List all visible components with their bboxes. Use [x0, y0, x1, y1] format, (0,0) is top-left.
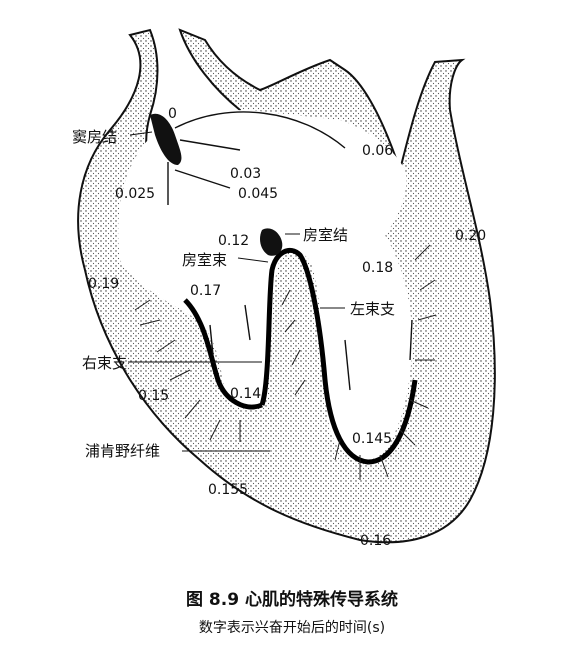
av-node-label: 房室结	[303, 226, 348, 244]
time-0.06: 0.06	[362, 143, 393, 159]
conduction-arrows	[167, 111, 413, 391]
purkinje-branches	[134, 244, 437, 480]
time-0.16: 0.16	[360, 533, 391, 549]
purkinje-label: 浦肯野纤维	[85, 442, 160, 460]
av-bundle-path	[259, 248, 418, 465]
time-0.045: 0.045	[238, 186, 278, 202]
sa-node-label: 窦房结	[72, 128, 117, 146]
time-0.18: 0.18	[362, 260, 393, 276]
time-0.12: 0.12	[218, 233, 249, 249]
ventricle-cavity	[118, 110, 413, 461]
sa-node-shape	[150, 113, 182, 165]
av-node-shape	[260, 228, 283, 256]
right-bundle-label: 右束支	[82, 354, 127, 372]
time-0.15: 0.15	[138, 388, 169, 404]
heart-wall	[77, 28, 496, 544]
time-0.155: 0.155	[208, 482, 248, 498]
time-0.03: 0.03	[230, 166, 261, 182]
figure-subtitle: 数字表示兴奋开始后的时间(s)	[199, 620, 385, 636]
time-0.20: 0.20	[455, 228, 486, 244]
right-bundle-path	[183, 298, 263, 410]
time-0.14: 0.14	[230, 386, 261, 402]
leader-lines	[128, 131, 345, 452]
time-0: 0	[168, 106, 177, 122]
figure-title: 图 8.9 心肌的特殊传导系统	[186, 589, 398, 610]
time-0.145: 0.145	[352, 431, 392, 447]
time-0.19: 0.19	[88, 276, 119, 292]
time-0.025: 0.025	[115, 186, 155, 202]
left-bundle-label: 左束支	[350, 300, 395, 318]
av-bundle-label: 房室束	[182, 251, 227, 269]
time-0.17: 0.17	[190, 283, 221, 299]
